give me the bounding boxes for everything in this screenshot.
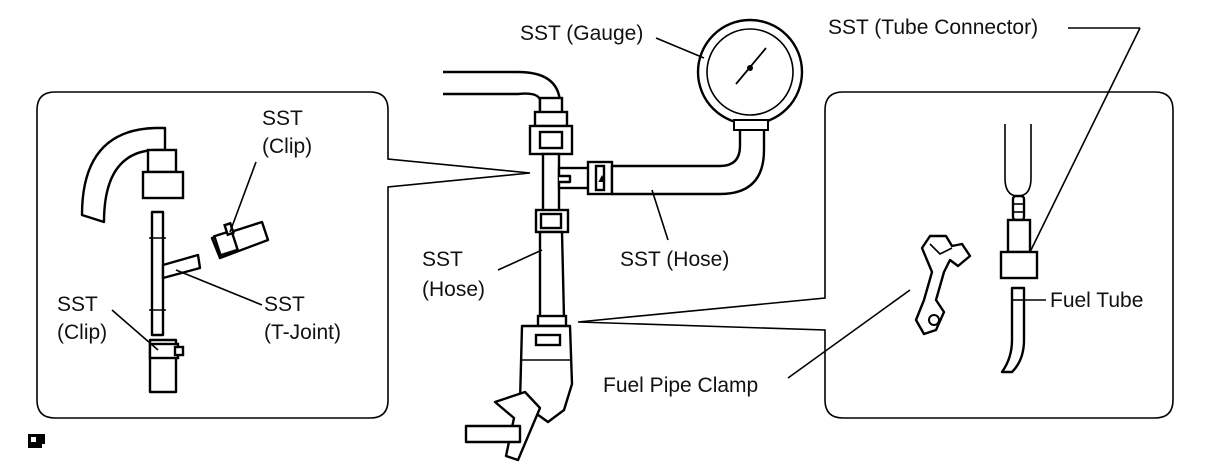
label-sst-hose-right: SST (Hose)	[620, 248, 729, 271]
label-sst-gauge: SST (Gauge)	[520, 22, 643, 45]
center-tee-body	[541, 152, 561, 214]
center-assembly: ▲ SST (Gauge) SST (Hose) SST (Hose)	[422, 18, 804, 462]
left-detail-panel: SST (Clip) SST (T-Joint) SST (Clip)	[36, 91, 531, 419]
center-vertical-hose	[538, 230, 566, 320]
svg-text:▲: ▲	[596, 171, 608, 185]
left-curved-hose	[80, 126, 167, 224]
page-corner-icon	[28, 434, 45, 448]
label-sst-tjoint-2: (T-Joint)	[264, 321, 341, 344]
left-connector-nut	[141, 170, 185, 200]
fuel-tube	[1000, 286, 1026, 374]
label-fuel-pipe-clamp: Fuel Pipe Clamp	[603, 374, 758, 397]
tube-connector-body	[1006, 218, 1032, 254]
tube-connector-tip	[1011, 194, 1026, 222]
label-sst-hose-center-2: (Hose)	[422, 278, 485, 301]
label-sst-clip-top-1: SST	[262, 107, 303, 130]
label-sst-clip-bottom-1: SST	[57, 293, 98, 316]
label-fuel-tube: Fuel Tube	[1050, 289, 1143, 312]
label-sst-tube-connector: SST (Tube Connector)	[828, 16, 1038, 39]
fuel-pipe-clamp	[914, 234, 972, 336]
t-joint-branch	[161, 253, 202, 280]
label-sst-clip-top-2: (Clip)	[262, 135, 312, 158]
right-detail-panel: SST (Tube Connector) Fuel Tube Fuel Pipe…	[577, 16, 1174, 419]
label-sst-clip-bottom-2: (Clip)	[57, 321, 107, 344]
tube-connector-nut	[999, 250, 1039, 280]
left-upper-clip	[212, 229, 240, 257]
t-joint-vertical	[150, 210, 165, 337]
pressure-gauge	[696, 18, 804, 131]
left-connector-fitting	[146, 148, 178, 174]
label-sst-tjoint-1: SST	[264, 293, 305, 316]
gauge-hose	[610, 125, 766, 196]
label-sst-hose-center-1: SST	[422, 248, 463, 271]
